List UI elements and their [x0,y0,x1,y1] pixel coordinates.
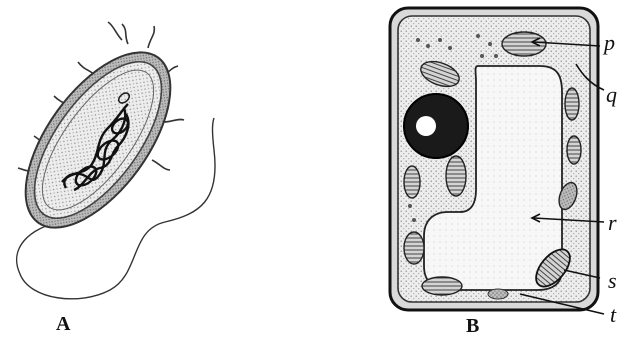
chloroplast [567,136,581,164]
plant-cell-b [390,8,598,310]
chloroplast [502,32,546,56]
part-label-p: p [602,30,615,55]
bacterial-cell-a [0,22,215,299]
part-label-t: t [610,302,617,327]
part-label-r: r [608,210,617,235]
chloroplast [404,232,424,264]
chloroplast [446,156,466,196]
part-label-q: q [606,82,617,107]
part-label-s: s [608,268,617,293]
chloroplast [404,166,420,198]
mitochondrion [488,289,508,299]
nucleolus [416,116,436,136]
chloroplast [422,277,462,295]
chloroplast [565,88,579,120]
cell-label-a: A [56,313,71,335]
cell-label-b: B [466,315,479,337]
